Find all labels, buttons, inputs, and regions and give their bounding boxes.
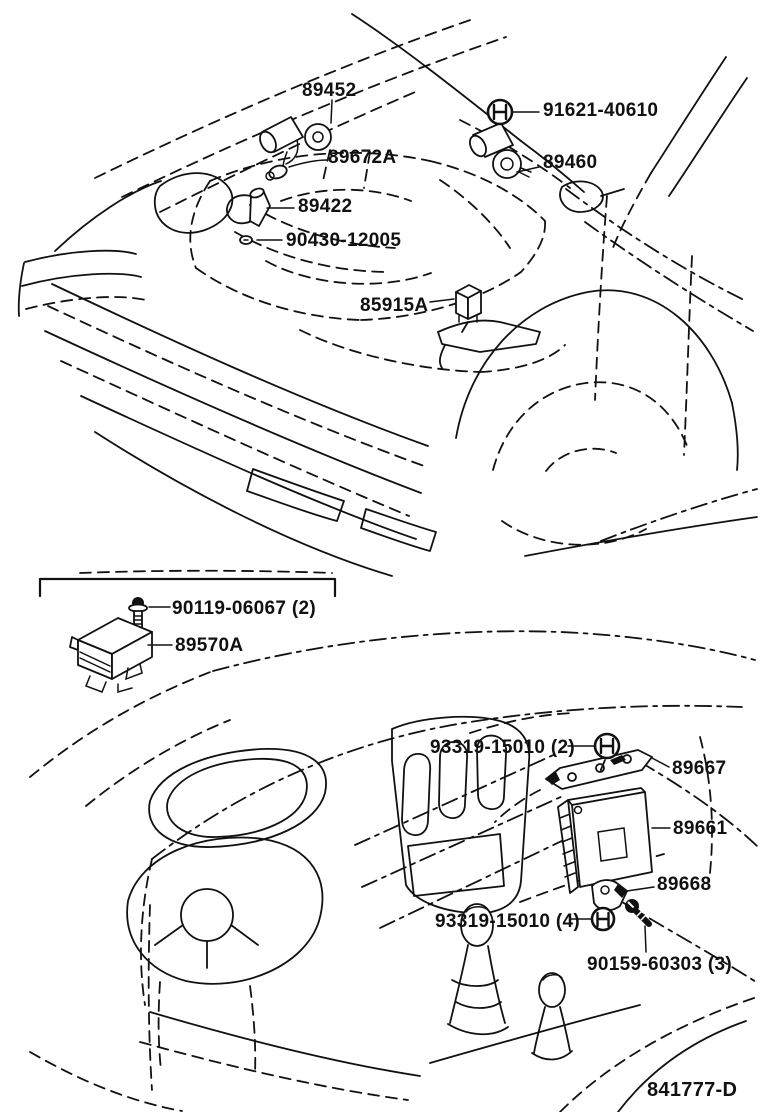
part-89667-drawing — [494, 749, 653, 823]
part-85915A-drawing — [455, 284, 482, 323]
part-label-89460: 89460 — [543, 152, 597, 173]
part-89661-drawing — [557, 787, 653, 894]
part-89460-drawing — [469, 122, 532, 179]
nut-icon-93319-upper — [593, 732, 621, 760]
part-89452-drawing — [259, 116, 332, 171]
part-label-89668: 89668 — [657, 874, 711, 895]
engine-bay-scene — [17, 13, 758, 577]
part-label-89672A: 89672A — [328, 147, 396, 168]
part-label-89661: 89661 — [673, 818, 727, 839]
part-label-93319-15010-2: 93319-15010 (2) — [430, 737, 575, 758]
part-89668-drawing — [591, 879, 628, 912]
leader-lines-engine-bay — [256, 99, 540, 303]
part-89672A-drawing — [265, 164, 288, 181]
part-label-91621-40610: 91621-40610 — [543, 100, 658, 121]
bolt-icon-90159 — [625, 899, 652, 927]
part-89570A-drawing — [69, 617, 153, 693]
part-89422-drawing — [249, 187, 271, 227]
part-label-89667: 89667 — [672, 758, 726, 779]
part-90430-drawing — [239, 235, 253, 245]
nut-icon-93319-lower — [590, 906, 616, 932]
part-label-90159-60303: 90159-60303 (3) — [587, 954, 732, 975]
part-label-89422: 89422 — [298, 196, 352, 217]
screw-icon-90119 — [128, 597, 148, 629]
part-label-89452: 89452 — [302, 80, 356, 101]
part-label-90119-06067: 90119-06067 (2) — [172, 598, 316, 619]
part-label-89570A: 89570A — [175, 635, 243, 656]
part-label-85915A: 85915A — [360, 295, 428, 316]
leader-lines-interior — [147, 606, 671, 953]
figure-code: 841777-D — [647, 1079, 737, 1101]
part-label-93319-15010-4: 93319-15010 (4) — [435, 911, 580, 932]
part-label-90430-12005: 90430-12005 — [286, 230, 401, 251]
interior-scene — [29, 569, 758, 1112]
nut-icon-91621 — [486, 98, 514, 126]
